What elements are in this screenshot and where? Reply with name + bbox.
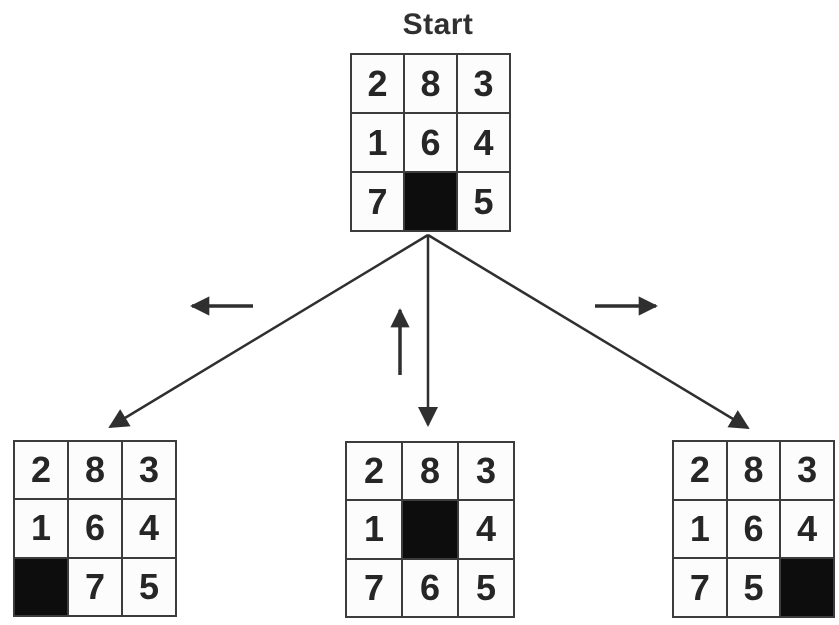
tile-8: 8: [403, 443, 457, 500]
tile-1: 1: [15, 500, 67, 557]
tile-4: 4: [458, 114, 509, 171]
blank-tile: [405, 173, 456, 230]
edge-start-to-right-child: [427, 233, 750, 430]
start-label: Start: [402, 8, 474, 41]
tile-3: 3: [458, 55, 509, 112]
tile-7: 7: [674, 559, 726, 616]
blank-tile: [15, 558, 67, 615]
tile-4: 4: [123, 500, 175, 557]
tile-2: 2: [674, 442, 726, 499]
tile-8: 8: [69, 442, 121, 499]
tile-5: 5: [458, 173, 509, 230]
tile-3: 3: [459, 443, 513, 500]
tile-4: 4: [459, 501, 513, 558]
tile-6: 6: [403, 559, 457, 616]
tile-3: 3: [781, 442, 833, 499]
blank-tile: [403, 501, 457, 558]
tile-1: 1: [674, 500, 726, 558]
tile-5: 5: [727, 559, 780, 616]
tile-1: 1: [347, 501, 401, 558]
tile-5: 5: [459, 559, 513, 616]
tile-1: 1: [352, 114, 403, 171]
tile-6: 6: [405, 114, 456, 171]
tile-6: 6: [69, 500, 121, 557]
tile-2: 2: [347, 443, 401, 500]
tile-8: 8: [727, 442, 780, 499]
blank-tile: [781, 559, 833, 616]
edge-start-to-left-child: [108, 233, 429, 429]
tile-7: 7: [347, 559, 401, 616]
tile-2: 2: [352, 55, 403, 112]
tile-7: 7: [69, 558, 121, 615]
tile-3: 3: [123, 442, 175, 499]
tile-7: 7: [352, 173, 403, 230]
tile-5: 5: [123, 558, 175, 615]
tile-6: 6: [727, 500, 780, 558]
tile-4: 4: [781, 500, 833, 558]
tile-2: 2: [15, 442, 67, 499]
tile-8: 8: [405, 55, 456, 112]
